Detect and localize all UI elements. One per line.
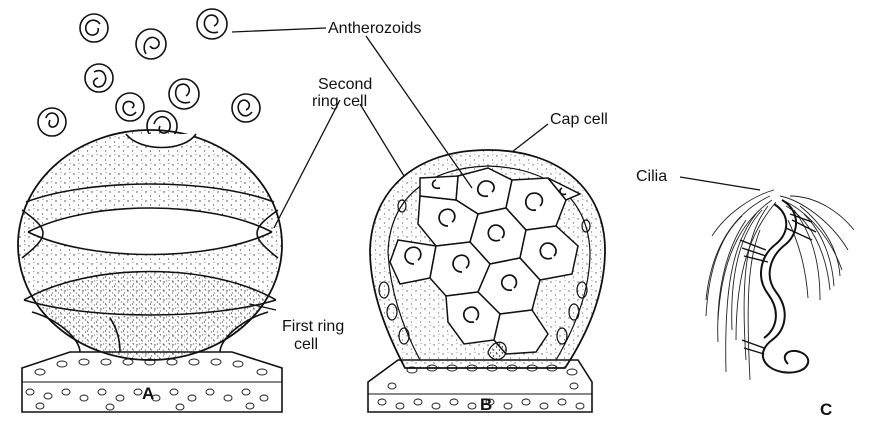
body-b: [360, 140, 620, 380]
antherozoid-2: [136, 29, 166, 59]
leader-cilia: [680, 177, 760, 190]
label-antherozoids: Antherozoids: [328, 20, 422, 37]
leader-second-ring-1: [274, 100, 340, 228]
antherozoid-8: [232, 94, 260, 122]
antherozoid-c: [706, 190, 854, 380]
label-second-ring-cell-line1: Second: [318, 76, 373, 93]
label-first-ring-cell-line2: cell: [294, 336, 319, 353]
antherozoid-6: [38, 108, 66, 136]
label-second-ring-cell-line2: ring cell: [312, 93, 368, 110]
antherozoid-5: [169, 79, 199, 109]
leader-antherozoids-1: [232, 28, 326, 32]
antheridium-a: [10, 120, 290, 412]
leader-lines: [232, 28, 760, 310]
figure-letter-c: C: [820, 400, 833, 419]
label-first-ring-cell-line1: First ring: [282, 318, 345, 335]
figure-letter-a: A: [142, 384, 155, 403]
antherozoid-1: [80, 14, 108, 42]
antherozoid-7: [116, 93, 144, 121]
cilia-c: [706, 190, 854, 380]
leader-second-ring-2: [360, 104, 404, 176]
stalk-a: [22, 352, 282, 412]
antheridium-b: [360, 140, 620, 412]
leader-first-ring: [250, 304, 276, 310]
body-a: [10, 120, 290, 370]
coiled-body-c: [761, 200, 808, 373]
antherozoid-3: [197, 9, 227, 39]
free-antherozoids: [38, 9, 260, 141]
antherozoid-4: [85, 64, 113, 92]
leader-cap-cell: [512, 124, 548, 152]
label-cilia: Cilia: [636, 168, 668, 185]
label-cap-cell: Cap cell: [550, 111, 608, 128]
leader-antherozoids-2: [366, 36, 472, 188]
figure-letter-b: B: [480, 395, 493, 414]
